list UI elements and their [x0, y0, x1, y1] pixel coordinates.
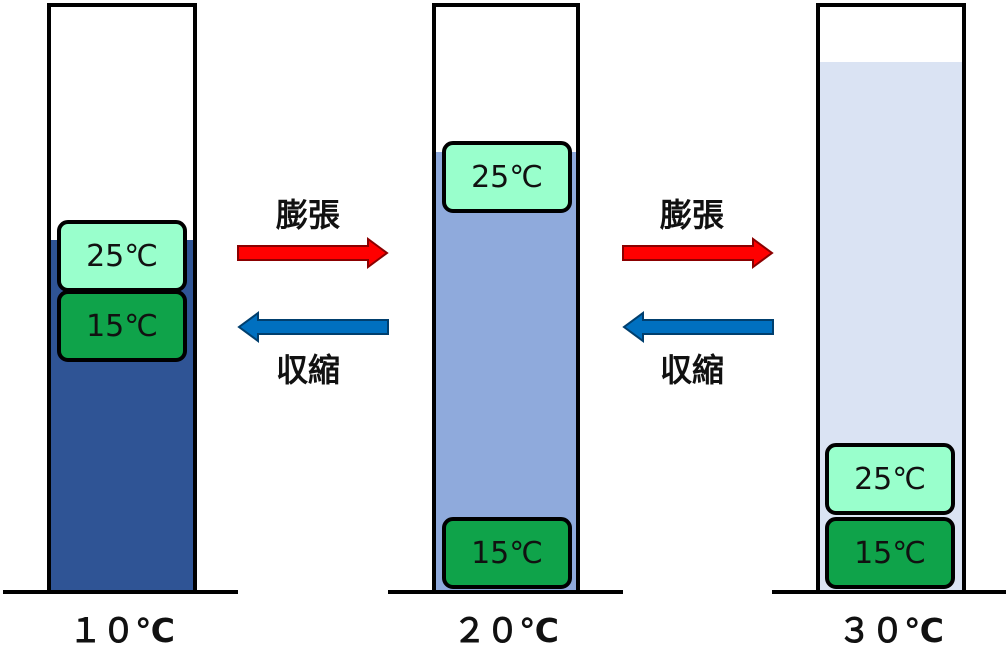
ball-25c: 25℃	[57, 220, 187, 292]
expand-label: 膨張	[276, 196, 341, 234]
ball-15c: 15℃	[442, 517, 572, 589]
cylinder-wall	[47, 3, 197, 593]
contract-label: 収縮	[276, 351, 341, 389]
ball-25c: 25℃	[825, 443, 955, 515]
right-arrow-icon	[237, 237, 389, 269]
ball-25c: 25℃	[442, 141, 572, 213]
left-arrow-icon	[237, 311, 389, 343]
cylinder-wall	[432, 3, 580, 593]
base-line	[388, 590, 623, 594]
left-arrow-icon	[622, 311, 774, 343]
cylinder-wall	[816, 3, 966, 593]
ball-15c: 15℃	[57, 290, 187, 362]
base-line	[3, 590, 238, 594]
right-arrow-icon	[622, 237, 774, 269]
base-line	[772, 590, 1006, 594]
temperature-label: ２０℃	[453, 611, 559, 650]
temperature-label: １０℃	[69, 611, 175, 650]
expand-label: 膨張	[660, 196, 725, 234]
temperature-label: ３０℃	[838, 611, 944, 650]
ball-15c: 15℃	[825, 517, 955, 589]
contract-label: 収縮	[660, 351, 725, 389]
